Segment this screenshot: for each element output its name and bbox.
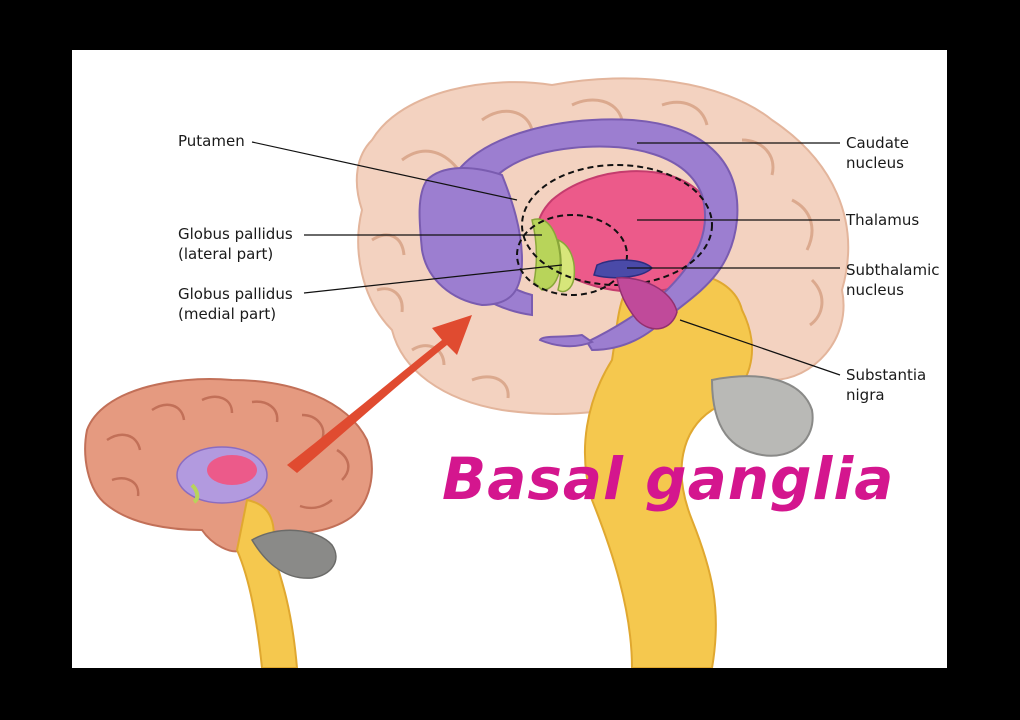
label-gp-medial-line1: Globus pallidus [178,285,293,303]
zoom-arrow [287,315,472,473]
label-subthalamic-nucleus: Subthalamic nucleus [846,260,940,300]
label-thalamus-line1: Thalamus [846,211,920,229]
label-substantia-nigra: Substantia nigra [846,365,926,405]
label-substantia-line1: Substantia [846,366,927,384]
label-thalamus: Thalamus [846,210,919,230]
label-subthalamic-line2: nucleus [846,281,904,299]
label-gp-lateral-line1: Globus pallidus [178,225,293,243]
small-brain-inset [84,378,373,668]
leader-lines [251,141,841,376]
globus-pallidus-lateral [531,218,562,291]
slide-canvas: Putamen Globus pallidus (lateral part) G… [72,50,947,668]
label-putamen: Putamen [178,131,245,151]
label-caudate-line2: nucleus [846,154,904,172]
label-globus-pallidus-medial: Globus pallidus (medial part) [178,284,293,324]
thalamus-outline [521,164,713,286]
putamen-structure [418,167,524,307]
diagram-title: Basal ganglia [442,445,895,513]
label-putamen-line1: Putamen [178,132,245,150]
label-globus-pallidus-lateral: Globus pallidus (lateral part) [178,224,293,264]
label-gp-medial-line2: (medial part) [178,305,277,323]
caudate-tail [538,333,595,348]
cerebellum-large [710,375,814,457]
label-subthalamic-line1: Subthalamic [846,261,940,279]
basal-ganglia-illustration [84,77,850,668]
label-substantia-line2: nigra [846,386,885,404]
label-gp-lateral-line2: (lateral part) [178,245,274,263]
substantia-nigra-structure [616,277,678,330]
brainstem-large [583,271,753,668]
lentiform-outline [516,214,628,296]
label-caudate-line1: Caudate [846,134,909,152]
label-caudate-nucleus: Caudate nucleus [846,133,909,173]
